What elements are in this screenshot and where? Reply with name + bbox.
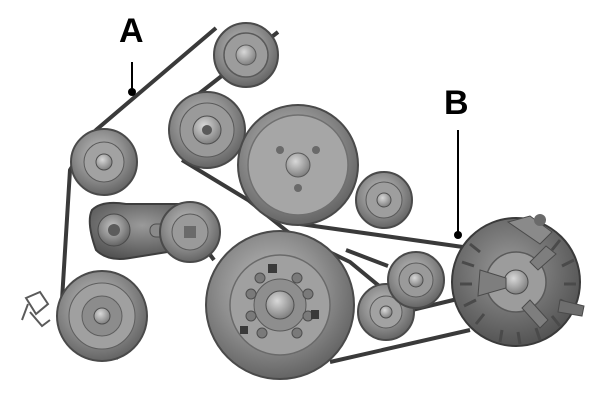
right-idler-pulley [355,171,413,229]
top-idler-pulley [213,22,279,88]
left-idler-pulley [70,128,138,196]
belt-clip-bracket [21,290,51,328]
callout-a-leader [128,62,136,96]
ac-compressor-pulley [56,270,148,362]
callout-b-leader [454,130,462,239]
crankshaft-pulley [205,230,355,380]
alternator-pulley [387,251,445,309]
power-steering-pulley [168,91,246,169]
belt-tensioner [88,201,221,263]
callout-a-label: A [119,12,144,50]
alternator-body [451,214,585,347]
callout-b-label: B [444,84,469,122]
water-pump-pulley [237,104,359,226]
